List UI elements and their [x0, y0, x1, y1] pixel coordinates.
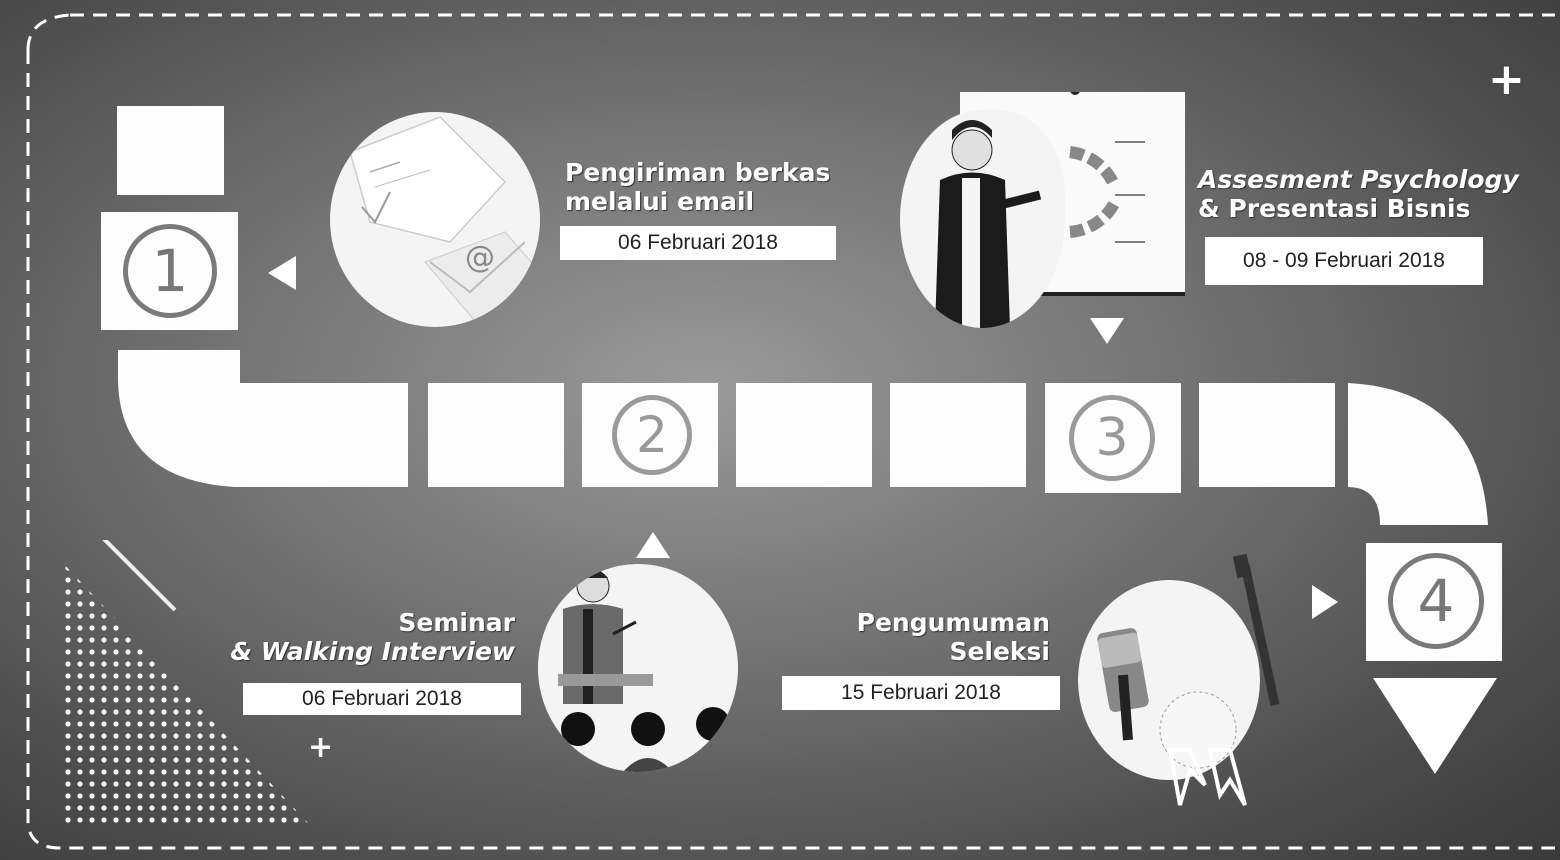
path-tile — [1199, 383, 1335, 487]
step-3-number: 3 — [1069, 395, 1155, 481]
at-symbol: @ — [465, 240, 495, 275]
arrow-right-icon — [1312, 585, 1338, 619]
certificate-ribbon — [1150, 545, 1300, 815]
large-arrow-down-icon — [1373, 678, 1497, 774]
step-1-title-line: Pengiriman berkas — [565, 158, 895, 187]
path-tile — [428, 383, 564, 487]
step-4-number: 4 — [1388, 553, 1484, 649]
arrow-up-icon — [636, 532, 670, 558]
speaker-audience-icon — [538, 564, 738, 772]
step-2-title: Seminar & Walking Interview — [190, 608, 515, 666]
step-2-title-line: Seminar — [190, 608, 515, 637]
step-1-tile: 1 — [101, 212, 238, 330]
step-4-tile: 4 — [1366, 543, 1502, 661]
step-2-number: 2 — [612, 395, 692, 475]
arrow-down-icon — [1090, 318, 1124, 344]
plus-icon: + — [308, 733, 333, 763]
path-tile — [117, 106, 224, 195]
path-tile — [890, 383, 1026, 487]
path-tile — [272, 383, 408, 487]
plus-icon: + — [1488, 58, 1525, 102]
step-1-date: 06 Februari 2018 — [560, 226, 836, 260]
arrow-left-icon — [268, 256, 296, 290]
step-4-title-line: Seleksi — [800, 637, 1050, 666]
step-1-title-line: melalui email — [565, 187, 895, 216]
step-4-date: 15 Februari 2018 — [782, 676, 1060, 710]
step-3-title: Assesment Psychology & Presentasi Bisnis — [1198, 165, 1548, 223]
step-4-title-line: Pengumuman — [800, 608, 1050, 637]
step-4-title: Pengumuman Seleksi — [800, 608, 1050, 666]
step-1-title: Pengiriman berkas melalui email — [565, 158, 895, 216]
step-2-date: 06 Februari 2018 — [243, 683, 521, 715]
step-3-tile: 3 — [1045, 383, 1181, 493]
step-2-tile: 2 — [582, 383, 718, 487]
presenter-board-icon — [900, 110, 1065, 328]
step-3-title-line: & Presentasi Bisnis — [1198, 194, 1548, 223]
step-3-title-line: Assesment Psychology — [1198, 165, 1548, 194]
path-tile — [736, 383, 872, 487]
step-1-number: 1 — [123, 224, 217, 318]
email-envelope-icon: @ — [330, 112, 540, 327]
step-2-title-line: & Walking Interview — [190, 637, 515, 666]
step-3-date: 08 - 09 Februari 2018 — [1205, 237, 1483, 285]
